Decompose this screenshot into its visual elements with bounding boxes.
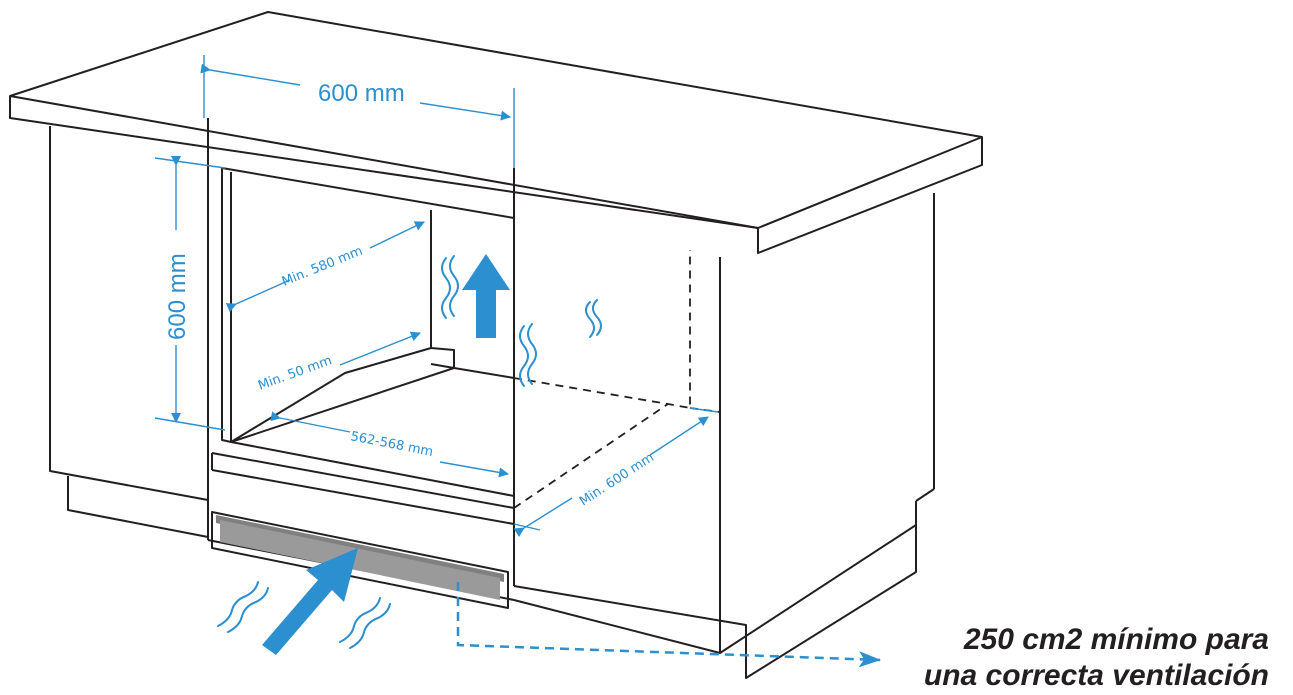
ventilation-note-line1: 250 cm2 mínimo para [963,623,1269,656]
airflow-in-arrow [262,548,358,655]
oven-niche [211,167,515,525]
depth-min-label: Min. 580 mm [280,244,365,290]
inner-width-label: 562-568 mm [349,429,434,460]
airflow-up-arrow [462,254,510,338]
dimension-lines [154,55,719,538]
ventilation-note-line2: una correcta ventilación [923,659,1269,692]
cabinet-depth-label: Min. 600 mm [577,450,657,509]
width-label: 600 mm [318,80,405,107]
heat-waves [217,255,602,649]
countertop [9,11,983,254]
ventilation-path [456,582,881,668]
ventilation-slot [211,511,509,609]
hidden-edges [513,250,721,509]
height-label: 600 mm [164,253,191,340]
ventilation-note: 250 cm2 mínimo para una correcta ventila… [869,622,1269,694]
